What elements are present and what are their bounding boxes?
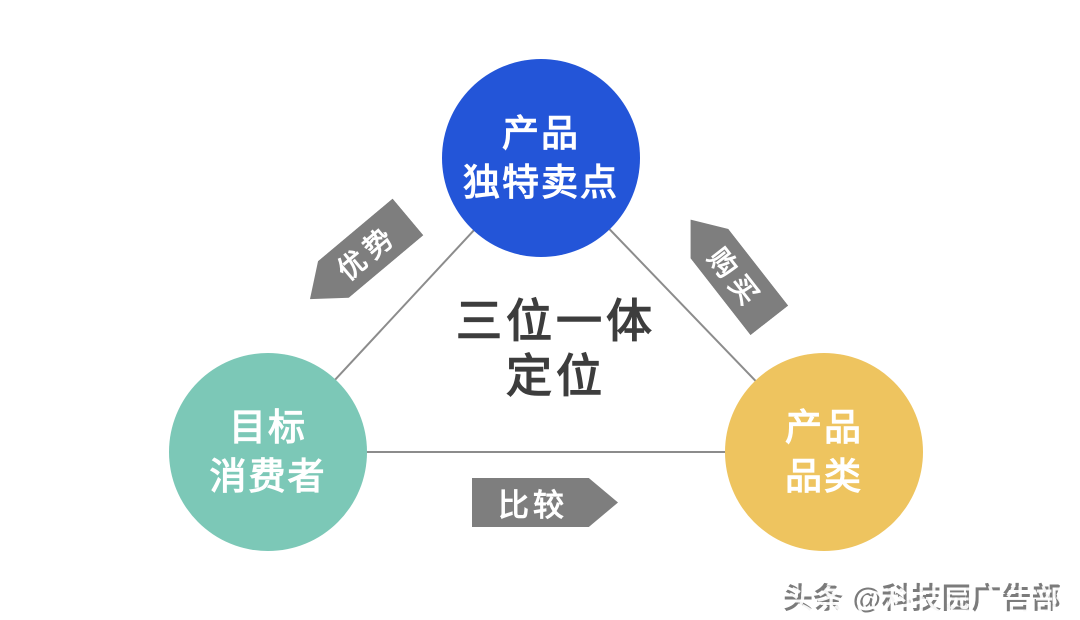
- arrow-compare-label: 比较: [498, 488, 568, 523]
- node-product-usp-label-line2: 独特卖点: [463, 162, 619, 203]
- node-target-consumers-label-line1: 目标: [229, 407, 307, 448]
- diagram-title: 三位一体 定位: [406, 294, 706, 404]
- node-target-consumers: 目标 消费者: [169, 353, 367, 551]
- node-product-category: 产品 品类: [725, 353, 923, 551]
- diagram-title-line2: 定位: [506, 350, 606, 402]
- arrow-compare: 比较: [472, 478, 618, 527]
- node-product-category-label-line2: 品类: [785, 456, 863, 497]
- node-product-usp: 产品 独特卖点: [442, 59, 640, 257]
- node-product-category-label-line1: 产品: [785, 407, 863, 448]
- node-target-consumers-label-line2: 消费者: [209, 456, 327, 497]
- watermark: 头条 @科技园广告部: [784, 575, 1066, 620]
- node-product-usp-label-line1: 产品: [502, 113, 580, 154]
- diagram-title-line1: 三位一体: [456, 295, 656, 347]
